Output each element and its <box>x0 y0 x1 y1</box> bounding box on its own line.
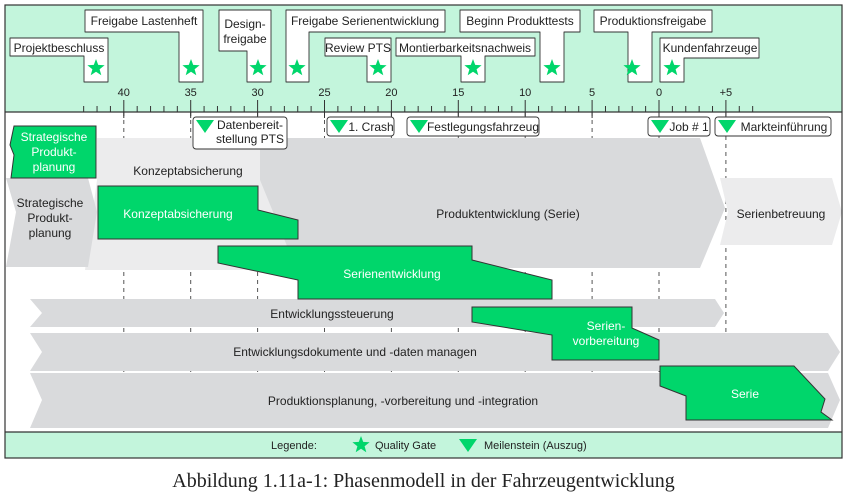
legend-milestone: Meilenstein (Auszug) <box>484 440 587 452</box>
svg-text:Beginn Produkttests: Beginn Produkttests <box>466 14 573 28</box>
quality-gate-star-icon <box>182 59 200 76</box>
label-konzeptabsicherung-gray: Konzeptabsicherung <box>133 164 242 178</box>
phase-strategische-green <box>9 125 97 179</box>
milestone-triangle-icon <box>410 120 428 133</box>
axis-tick-label: 35 <box>185 87 197 99</box>
quality-gate-star-icon <box>663 59 681 76</box>
axis-tick-label: 10 <box>519 87 531 99</box>
legend: Legende: Quality Gate Meilenstein (Auszu… <box>271 436 587 453</box>
phase-serienbetreuung <box>720 178 842 245</box>
legend-triangle-icon <box>459 439 477 452</box>
quality-gate-star-icon <box>543 59 561 76</box>
axis-tick-label: 0 <box>656 87 662 99</box>
milestone-triangle-icon <box>718 120 736 133</box>
svg-text:Review PTS: Review PTS <box>325 41 391 55</box>
milestone-datenbereitstellung-pts: Datenbereit-stellung PTS <box>192 116 288 150</box>
phase-serie-green <box>659 365 834 421</box>
time-axis: 40 35 30 25 20 15 10 5 0 +5 <box>83 87 754 118</box>
svg-text:1. Crash: 1. Crash <box>348 120 393 134</box>
svg-text:Freigabe Lastenheft: Freigabe Lastenheft <box>91 14 198 28</box>
quality-gate-beginn-produkttests: Beginn Produkttests <box>459 9 581 83</box>
axis-tick-label: 5 <box>589 87 595 99</box>
quality-gate-kundenfahrzeuge: Kundenfahrzeuge <box>659 37 760 83</box>
label-serie: Serie <box>731 387 759 401</box>
phase-serienentwicklung-green <box>217 245 553 300</box>
quality-gate-projektbeschluss: Projektbeschluss <box>9 37 109 83</box>
label-produktentwicklung: Produktentwicklung (Serie) <box>436 207 579 221</box>
quality-gate-star-icon <box>249 59 267 76</box>
axis-tick-label: 15 <box>452 87 464 99</box>
quality-gate-freigabe-lastenheft: Freigabe Lastenheft <box>84 9 204 83</box>
axis-tick-label: 20 <box>385 87 397 99</box>
quality-gate-star-icon <box>623 59 641 76</box>
legend-band <box>5 432 842 458</box>
svg-text:Kundenfahrzeuge: Kundenfahrzeuge <box>663 41 758 55</box>
phase-serienvorbereitung-green <box>471 306 660 361</box>
quality-gate-freigabe-serienentwicklung: Freigabe Serienentwicklung <box>285 9 446 83</box>
phase-produktionsplanung <box>30 373 840 428</box>
legend-star-icon <box>352 436 370 453</box>
svg-text:Montierbarkeitsnachweis: Montierbarkeitsnachweis <box>399 41 531 55</box>
phase-strategische-gray <box>6 178 97 267</box>
axis-tick-label: 25 <box>318 87 330 99</box>
quality-gate-montierbarkeitsnachweis: Montierbarkeitsnachweis <box>395 37 536 83</box>
svg-text:Festlegungsfahrzeug: Festlegungsfahrzeug <box>427 120 539 134</box>
axis-tick-label: +5 <box>720 87 733 99</box>
svg-text:Markteinführung: Markteinführung <box>741 120 828 134</box>
quality-gate-star-icon <box>464 59 482 76</box>
svg-text:Design-freigabe: Design-freigabe <box>223 17 267 46</box>
milestone-festlegungsfahrzeug: Festlegungsfahrzeug <box>406 116 540 137</box>
label-entwicklungssteuerung: Entwicklungssteuerung <box>270 307 393 321</box>
label-konzeptabsicherung-green: Konzeptabsicherung <box>123 207 232 221</box>
svg-text:Projektbeschluss: Projektbeschluss <box>14 41 105 55</box>
quality-gate-produktionsfreigabe: Produktionsfreigabe <box>593 9 713 83</box>
svg-text:Datenbereit-stellung PTS: Datenbereit-stellung PTS <box>216 118 284 146</box>
legend-title: Legende: <box>271 440 317 452</box>
svg-text:Freigabe Serienentwicklung: Freigabe Serienentwicklung <box>291 14 439 28</box>
milestone-markteinfuehrung: Markteinführung <box>714 116 832 137</box>
label-serienvorbereitung: Serien-vorbereitung <box>573 319 640 348</box>
milestone-triangle-icon <box>651 120 669 133</box>
quality-gate-review-pts: Review PTS <box>324 37 392 83</box>
label-produktionsplanung: Produktionsplanung, -vorbereitung und -i… <box>268 394 538 408</box>
label-serienbetreuung: Serienbetreuung <box>737 207 826 221</box>
axis-tick-label: 40 <box>118 87 130 99</box>
phase-produktentwicklung <box>260 138 725 268</box>
quality-gate-star-icon <box>87 59 105 76</box>
label-entwicklungsdokumente: Entwicklungsdokumente und -daten managen <box>233 345 477 359</box>
legend-quality-gate: Quality Gate <box>375 440 436 452</box>
svg-text:Produktionsfreigabe: Produktionsfreigabe <box>600 14 707 28</box>
milestone-1-crash: 1. Crash <box>326 116 395 137</box>
phase-konzeptabsicherung-green <box>97 185 299 240</box>
quality-gate-star-icon <box>369 59 387 76</box>
milestone-triangle-icon <box>330 120 348 133</box>
figure-caption: Abbildung 1.11a-1: Phasenmodell in der F… <box>172 470 675 492</box>
quality-gate-designfreigabe: Design-freigabe <box>218 9 272 83</box>
frame-border <box>4 4 843 459</box>
milestone-job-1: Job # 1 <box>647 116 711 137</box>
axis-tick-label: 30 <box>251 87 263 99</box>
milestone-triangle-icon <box>196 120 214 133</box>
svg-text:Job # 1: Job # 1 <box>669 120 709 134</box>
label-serienentwicklung: Serienentwicklung <box>343 267 440 281</box>
quality-gate-star-icon <box>288 59 306 76</box>
